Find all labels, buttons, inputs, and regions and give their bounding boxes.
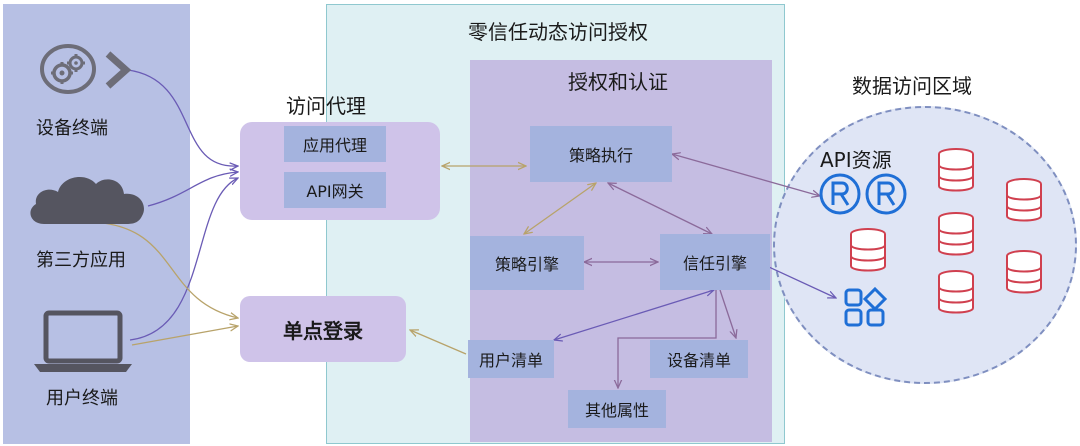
access-proxy-title: 访问代理 [286,94,366,118]
data-access-zone [773,106,1077,384]
user-to-proxy-arrow [129,178,238,341]
registered-r-icon [865,173,907,215]
data-trust-arrow [758,262,836,298]
app-proxy-box: 应用代理 [284,126,386,162]
api-resources-label: API资源 [820,148,892,172]
thirdparty-to-proxy-arrow [147,172,238,207]
policy-engine-box: 策略引擎 [470,236,584,290]
sso-label: 单点登录 [283,318,363,343]
enforcement-trust-arrow [608,183,712,234]
enforcement-engine-arrow [524,183,596,234]
device-to-proxy-arrow [127,69,238,166]
sso-box: 单点登录 [240,296,406,362]
user-list-box: 用户清单 [468,340,554,378]
policy-enforcement-box: 策略执行 [530,126,672,182]
trust-userlist-arrow [554,290,714,340]
thirdparty-to-sso-arrow [89,221,238,318]
device-list-box: 设备清单 [650,340,748,378]
database-icon [850,228,886,272]
registered-r-icon [819,173,861,215]
user-terminal-label: 用户终端 [46,388,118,409]
database-icon [938,148,974,192]
other-attributes-box: 其他属性 [568,390,666,428]
chevron-right-icon [105,51,132,89]
auth-title: 授权和认证 [568,70,668,94]
user-to-sso-arrow [131,326,238,346]
userlist-sso-arrow [410,330,467,355]
database-icon [1006,250,1042,294]
laptop-icon [34,310,132,372]
database-icon [938,212,974,256]
api-gateway-box: API网关 [284,172,386,208]
gear-icon [40,44,96,94]
trust-other-arrow [618,290,717,388]
enforcement-api-arrow [672,154,820,196]
database-icon [1006,178,1042,222]
cloud-icon [30,177,144,224]
data-zone-title: 数据访问区域 [852,74,972,98]
apps-grid-icon [844,286,888,327]
trust-engine-box: 信任引擎 [660,234,770,290]
third-party-app-label: 第三方应用 [36,250,126,271]
device-terminal-label: 设备终端 [36,118,108,139]
database-icon [938,270,974,314]
trust-devicelist-arrow [719,289,736,338]
zero-trust-title: 零信任动态访问授权 [468,20,648,44]
